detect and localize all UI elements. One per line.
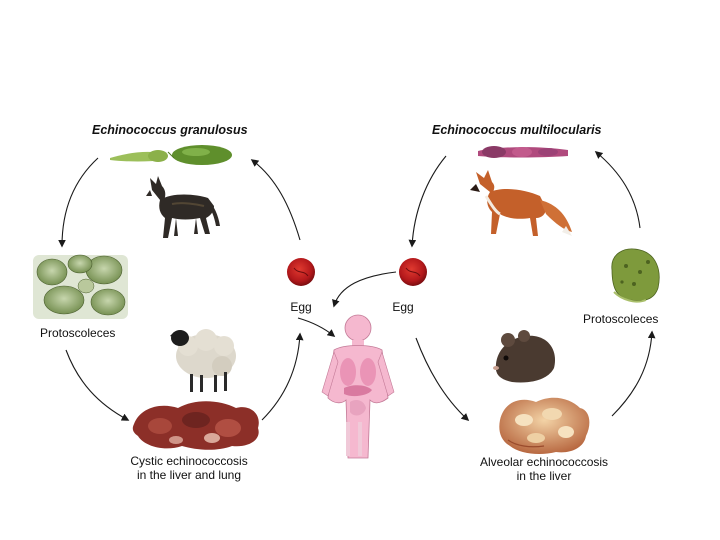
fox-icon <box>470 170 572 236</box>
cystic-disease-label-line2: in the liver and lung <box>112 468 266 482</box>
arrow-left-egg-to-human <box>298 318 334 336</box>
multilocularis-adult-worm <box>478 146 568 158</box>
arrow-adult-to-egg-right <box>412 156 446 246</box>
egg-left-icon <box>287 258 315 286</box>
arrow-protoscoleces-to-cyst-left <box>66 350 128 420</box>
protoscoleces-left-label: Protoscoleces <box>40 326 150 340</box>
multilocularis-title: Echinococcus multilocularis <box>432 123 622 137</box>
granulosus-adult-worm <box>110 145 232 165</box>
alveolar-liver-image <box>499 398 589 454</box>
arrow-cyst-to-egg-left <box>262 334 300 420</box>
alveolar-disease-label-line1: Alveolar echinococcosis <box>464 455 624 469</box>
cystic-liver-lung-image <box>133 401 259 450</box>
arrow-adult-to-protoscoleces-left <box>62 158 98 246</box>
sheep-icon <box>170 329 236 392</box>
protoscoleces-left-image <box>33 255 128 319</box>
dog-icon <box>146 176 220 238</box>
alveolar-disease-label-line2: in the liver <box>464 469 624 483</box>
mouse-icon <box>493 330 555 382</box>
arrow-protoscoleces-to-adult-right <box>596 152 640 228</box>
egg-right-label: Egg <box>383 300 423 314</box>
egg-right-icon <box>399 258 427 286</box>
protoscoleces-right-label: Protoscoleces <box>583 312 683 326</box>
cystic-disease-label-line1: Cystic echinococcosis <box>112 454 266 468</box>
protoscoleces-right-image <box>612 249 659 302</box>
arrow-alveolar-to-protoscoleces-right <box>612 332 652 416</box>
granulosus-title: Echinococcus granulosus <box>92 123 262 137</box>
arrow-egg-to-alveolar-right <box>416 338 468 420</box>
human-body-icon <box>322 315 394 458</box>
arrow-egg-to-adult-left <box>252 160 300 240</box>
egg-left-label: Egg <box>281 300 321 314</box>
